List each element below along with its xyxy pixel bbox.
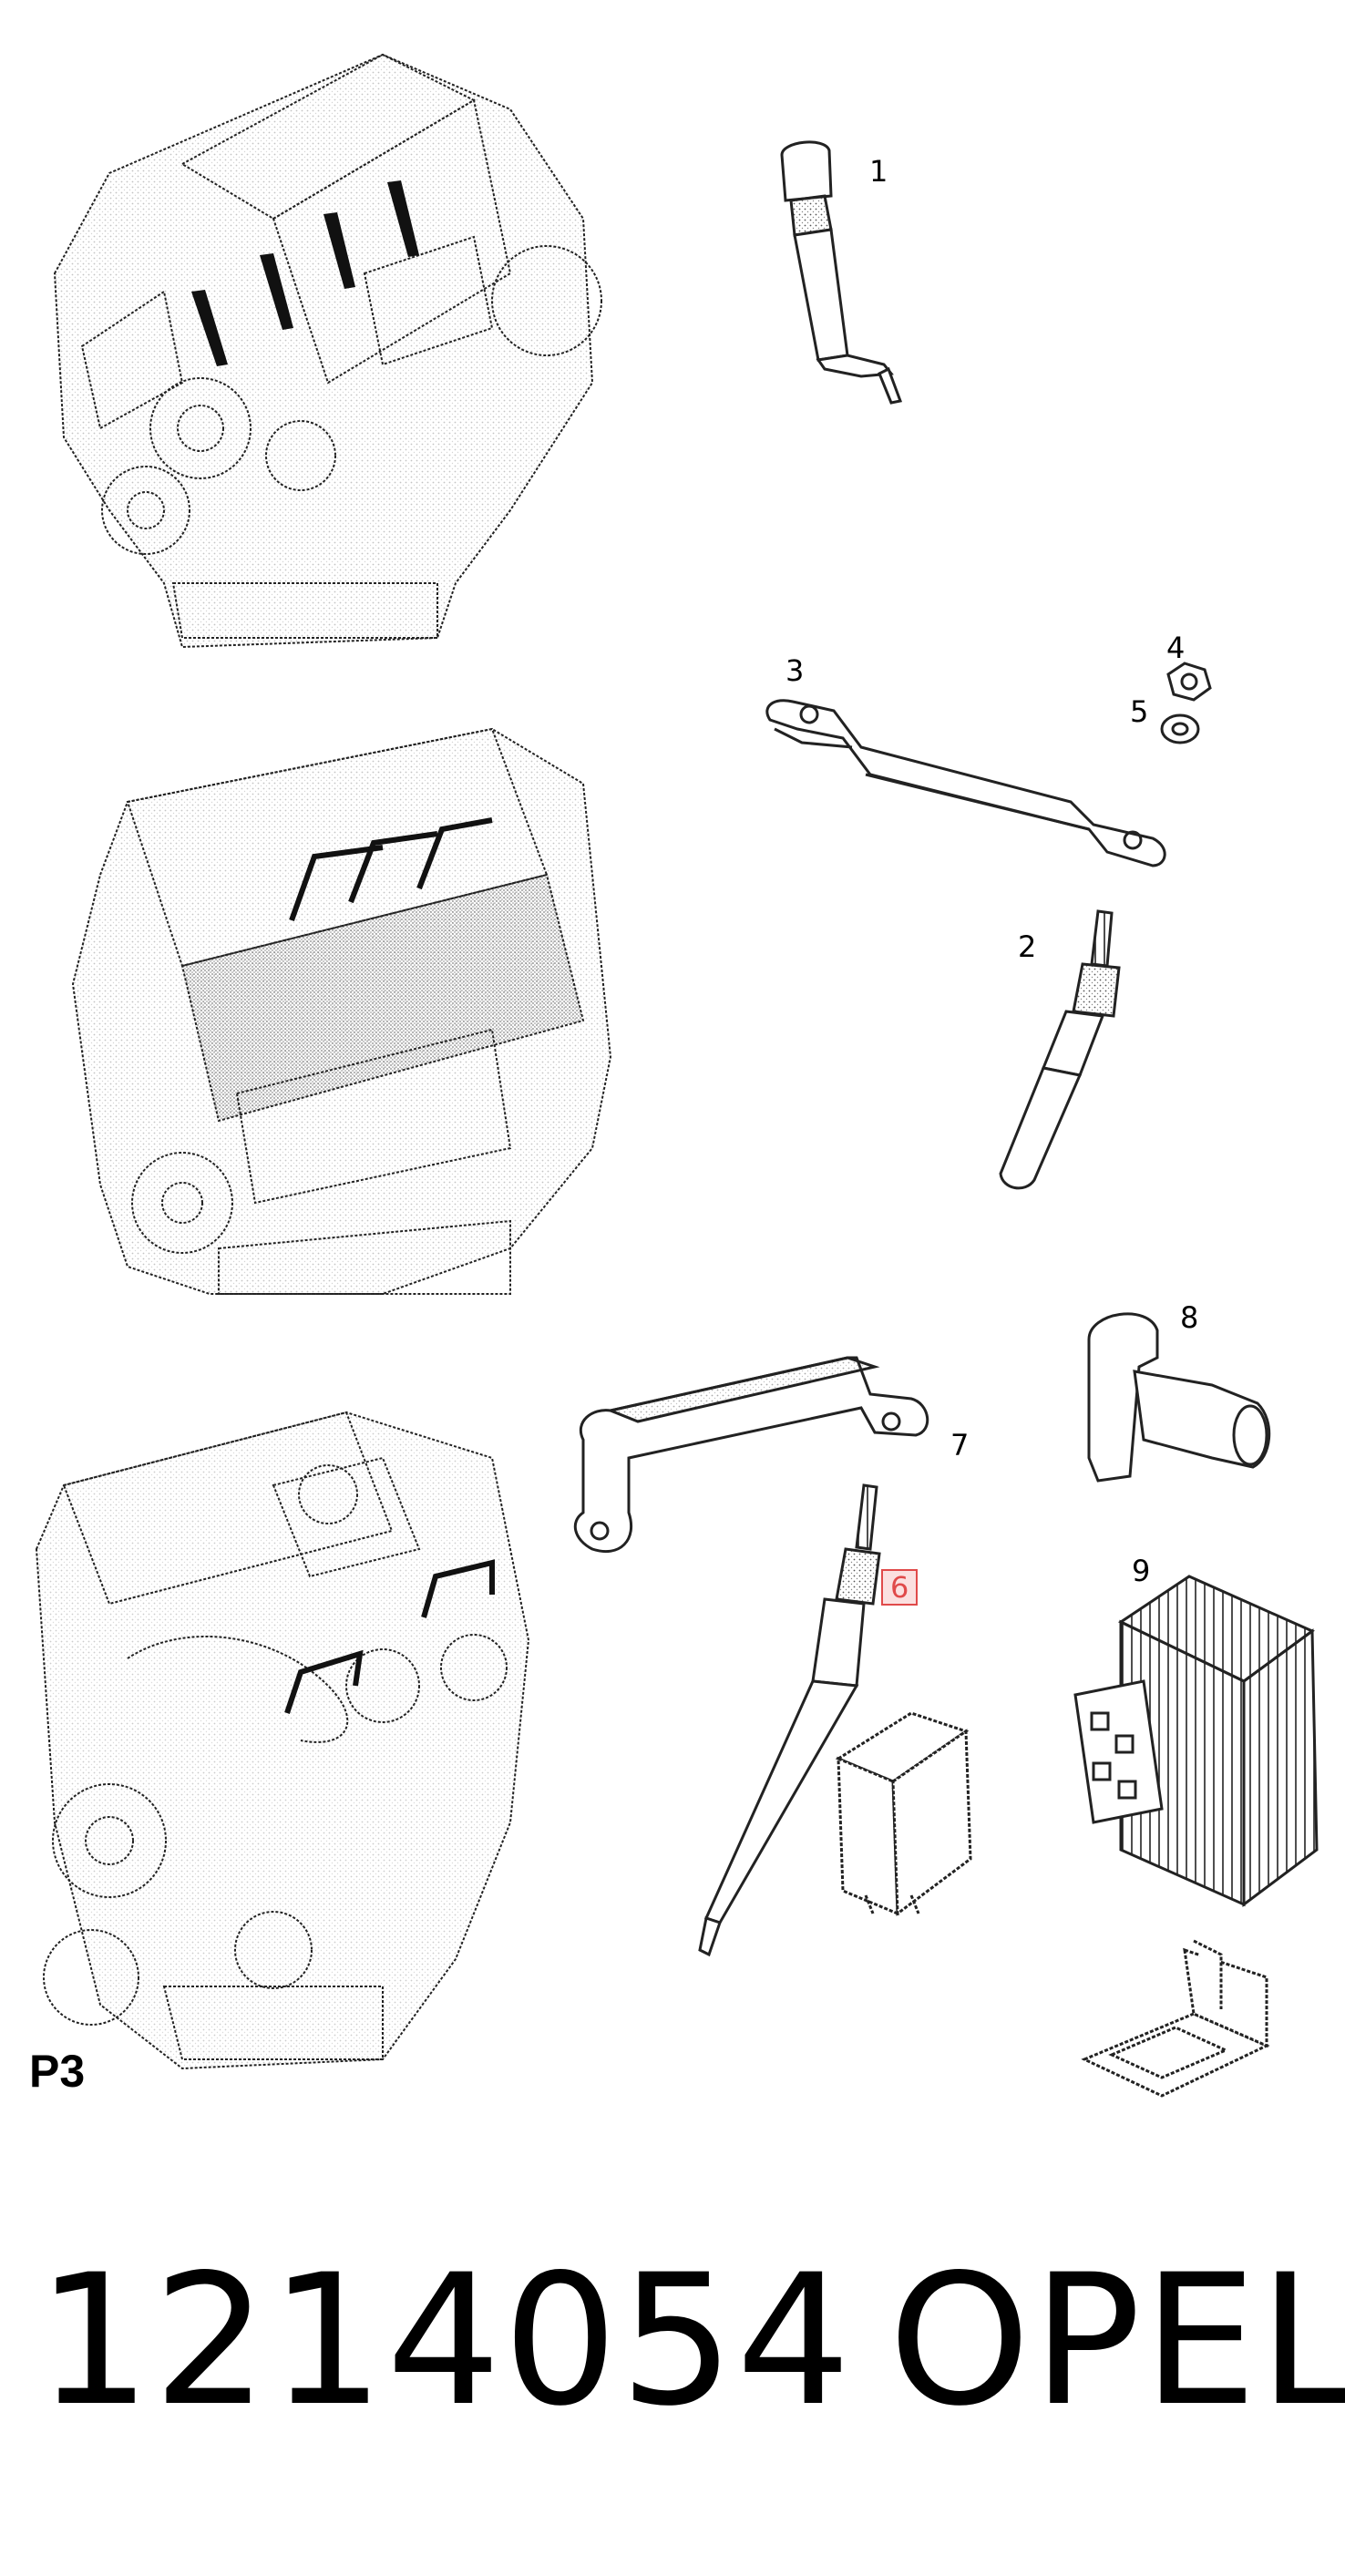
callout-6-highlighted: 6 xyxy=(881,1569,919,1606)
part-9-control-module xyxy=(1073,1575,1319,1907)
callout-7: 7 xyxy=(950,1428,970,1462)
glow-plug-markers-3 xyxy=(284,1559,495,1714)
callout-3: 3 xyxy=(785,653,805,688)
engine-illustration-3 xyxy=(35,1411,530,2070)
panel-label: P3 xyxy=(29,2046,86,2097)
callout-5: 5 xyxy=(1130,694,1149,729)
callout-4: 4 xyxy=(1166,631,1186,665)
part-7-bracket xyxy=(573,1356,929,1554)
callout-8: 8 xyxy=(1180,1300,1199,1335)
glow-plug-markers-2 xyxy=(289,817,493,922)
engine-illustration-1 xyxy=(53,53,602,649)
callout-1: 1 xyxy=(869,154,888,189)
module-mounting-bracket xyxy=(1081,1939,1270,2098)
callout-2: 2 xyxy=(1018,929,1037,964)
relay-unit xyxy=(835,1711,972,1916)
engine-illustration-2 xyxy=(71,727,612,1295)
callout-9: 9 xyxy=(1132,1554,1151,1588)
part-2-glow-plug xyxy=(999,909,1121,1190)
part-1-glow-plug xyxy=(780,140,903,405)
part-4-nut xyxy=(1166,662,1212,702)
part-number: 1214054 xyxy=(36,2235,853,2446)
glow-plug-markers-1 xyxy=(191,180,419,366)
part-6-glow-plug xyxy=(698,1483,881,1957)
brand-name: OPEL xyxy=(888,2235,1345,2446)
part-3-bracket xyxy=(765,699,1166,867)
part-8-connector-boot xyxy=(1087,1312,1271,1483)
part-5-washer xyxy=(1160,713,1200,744)
